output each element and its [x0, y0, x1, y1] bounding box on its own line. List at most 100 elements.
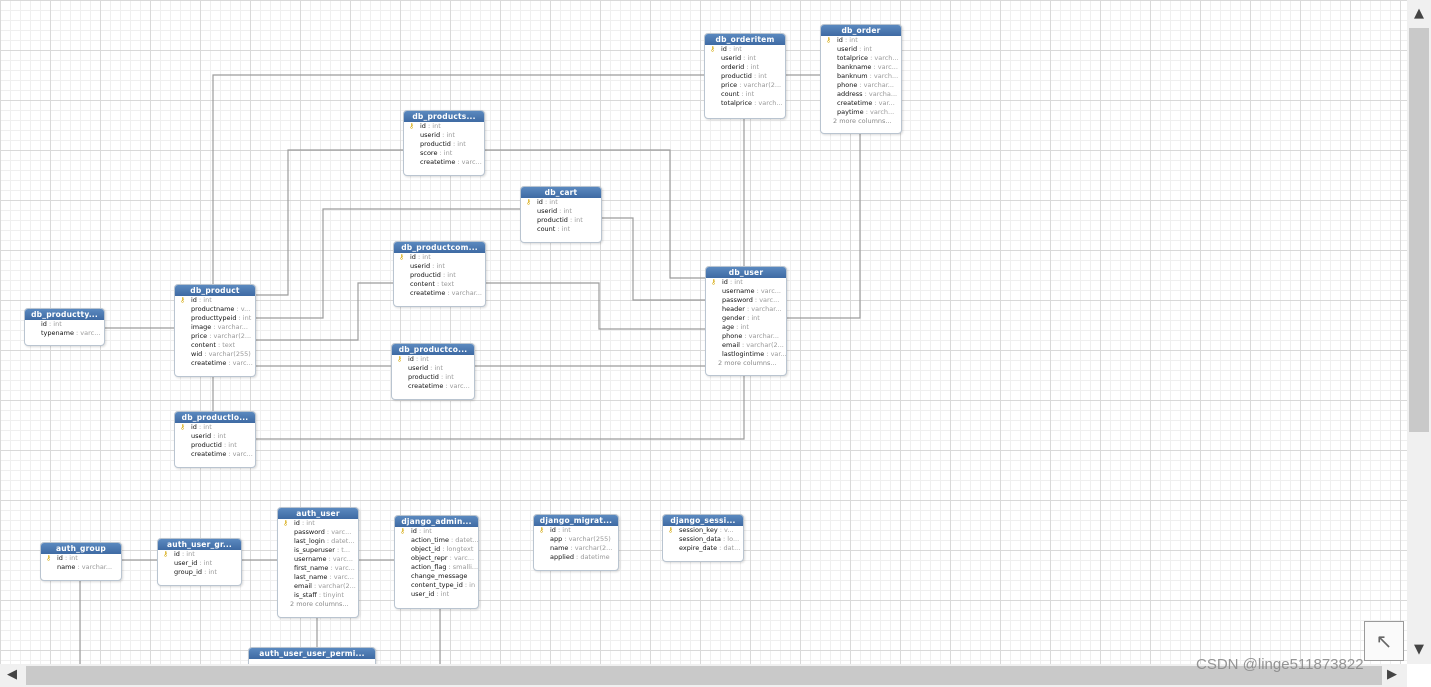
table-column[interactable]: is_superuser : t... — [278, 546, 358, 555]
table-column[interactable]: age : int — [706, 323, 786, 332]
table-column[interactable]: ⚷id : int — [41, 554, 121, 563]
vertical-scroll-thumb[interactable] — [1409, 28, 1429, 432]
table-header[interactable]: db_productco... — [392, 344, 474, 355]
table-column[interactable]: banknum : varch... — [821, 72, 901, 81]
table-column[interactable]: price : varchar(2... — [705, 81, 785, 90]
table-column[interactable]: id : int — [25, 320, 104, 329]
table-column[interactable]: first_name : varc... — [278, 564, 358, 573]
table-column[interactable]: gender : int — [706, 314, 786, 323]
table-column[interactable]: price : varchar(2... — [175, 332, 255, 341]
scroll-down-icon[interactable]: ▼ — [1414, 642, 1424, 657]
table-column[interactable]: email : varchar(2... — [706, 341, 786, 350]
table-column[interactable]: username : varc... — [278, 555, 358, 564]
table-column[interactable]: totalprice : varch... — [821, 54, 901, 63]
table-column[interactable]: last_login : datet... — [278, 537, 358, 546]
table-column[interactable]: content : text — [175, 341, 255, 350]
table-column[interactable]: userid : int — [175, 432, 255, 441]
table-header[interactable]: django_admin... — [395, 516, 478, 527]
table-column[interactable]: productid : int — [175, 441, 255, 450]
table-column[interactable]: userid : int — [821, 45, 901, 54]
table-column[interactable]: name : varchar... — [41, 563, 121, 572]
table-column[interactable]: header : varchar... — [706, 305, 786, 314]
table-header[interactable]: auth_user — [278, 508, 358, 519]
table-column[interactable]: object_repr : varc... — [395, 554, 478, 563]
table-header[interactable]: db_products... — [404, 111, 484, 122]
table-column[interactable]: productid : int — [404, 140, 484, 149]
table-column[interactable]: username : varc... — [706, 287, 786, 296]
table-column[interactable]: ⚷id : int — [404, 122, 484, 131]
more-columns-label[interactable]: 2 more columns... — [833, 117, 892, 125]
table-column[interactable]: is_staff : tinyint — [278, 591, 358, 600]
table-column[interactable]: productid : int — [394, 271, 485, 280]
table-column[interactable]: lastlogintime : var... — [706, 350, 786, 359]
more-columns-label[interactable]: 2 more columns... — [290, 600, 349, 608]
table-column[interactable]: ⚷id : int — [175, 423, 255, 432]
table-header[interactable]: db_user — [706, 267, 786, 278]
table-column[interactable]: user_id : int — [158, 559, 241, 568]
scroll-right-icon[interactable]: ▶ — [1387, 667, 1397, 682]
table-column[interactable]: createtime : varchar... — [394, 289, 485, 298]
table-column[interactable]: userid : int — [404, 131, 484, 140]
table-header[interactable]: db_productcom... — [394, 242, 485, 253]
table-column[interactable]: change_message — [395, 572, 478, 581]
table-column[interactable]: productname : v... — [175, 305, 255, 314]
table-django-session[interactable]: django_sessi...⚷session_key : v...sessio… — [662, 514, 744, 562]
table-column[interactable]: userid : int — [521, 207, 601, 216]
table-column[interactable]: userid : int — [394, 262, 485, 271]
table-header[interactable]: db_productlo... — [175, 412, 255, 423]
table-column[interactable]: content_type_id : in — [395, 581, 478, 590]
table-auth-user-user-permissions[interactable]: auth_user_user_permi... — [248, 647, 376, 664]
table-column[interactable]: applied : datetime — [534, 553, 618, 562]
table-column[interactable]: totalprice : varch... — [705, 99, 785, 108]
table-column[interactable]: password : varc... — [706, 296, 786, 305]
table-column[interactable]: password : varc... — [278, 528, 358, 537]
table-header[interactable]: db_product — [175, 285, 255, 296]
table-header[interactable]: db_cart — [521, 187, 601, 198]
table-column[interactable]: userid : int — [392, 364, 474, 373]
table-column[interactable]: orderid : int — [705, 63, 785, 72]
table-column[interactable]: ⚷id : int — [521, 198, 601, 207]
table-column[interactable]: productid : int — [705, 72, 785, 81]
table-column[interactable]: group_id : int — [158, 568, 241, 577]
table-column[interactable]: ⚷id : int — [392, 355, 474, 364]
table-header[interactable]: auth_group — [41, 543, 121, 554]
table-header[interactable]: django_sessi... — [663, 515, 743, 526]
table-column[interactable]: name : varchar(2... — [534, 544, 618, 553]
table-column[interactable]: productid : int — [392, 373, 474, 382]
table-column[interactable]: action_time : datet... — [395, 536, 478, 545]
table-column[interactable]: last_name : varc... — [278, 573, 358, 582]
table-header[interactable]: db_order — [821, 25, 901, 36]
table-column[interactable]: ⚷id : int — [158, 550, 241, 559]
table-column[interactable]: createtime : varc... — [175, 359, 255, 368]
table-column[interactable]: ⚷id : int — [175, 296, 255, 305]
table-column[interactable]: count : int — [521, 225, 601, 234]
table-column[interactable]: ⚷id : int — [395, 527, 478, 536]
table-column[interactable]: producttypeid : int — [175, 314, 255, 323]
table-column[interactable]: phone : varchar... — [706, 332, 786, 341]
table-column[interactable]: content : text — [394, 280, 485, 289]
table-column[interactable]: app : varchar(255) — [534, 535, 618, 544]
table-column[interactable]: wid : varchar(255) — [175, 350, 255, 359]
scroll-up-icon[interactable]: ▲ — [1414, 6, 1424, 21]
table-column[interactable]: typename : varc... — [25, 329, 104, 338]
table-header[interactable]: db_orderitem — [705, 34, 785, 45]
table-column[interactable]: ⚷id : int — [278, 519, 358, 528]
table-column[interactable]: ⚷session_key : v... — [663, 526, 743, 535]
table-column[interactable]: ⚷id : int — [706, 278, 786, 287]
table-column[interactable]: ⚷id : int — [705, 45, 785, 54]
table-header[interactable]: django_migrat... — [534, 515, 618, 526]
